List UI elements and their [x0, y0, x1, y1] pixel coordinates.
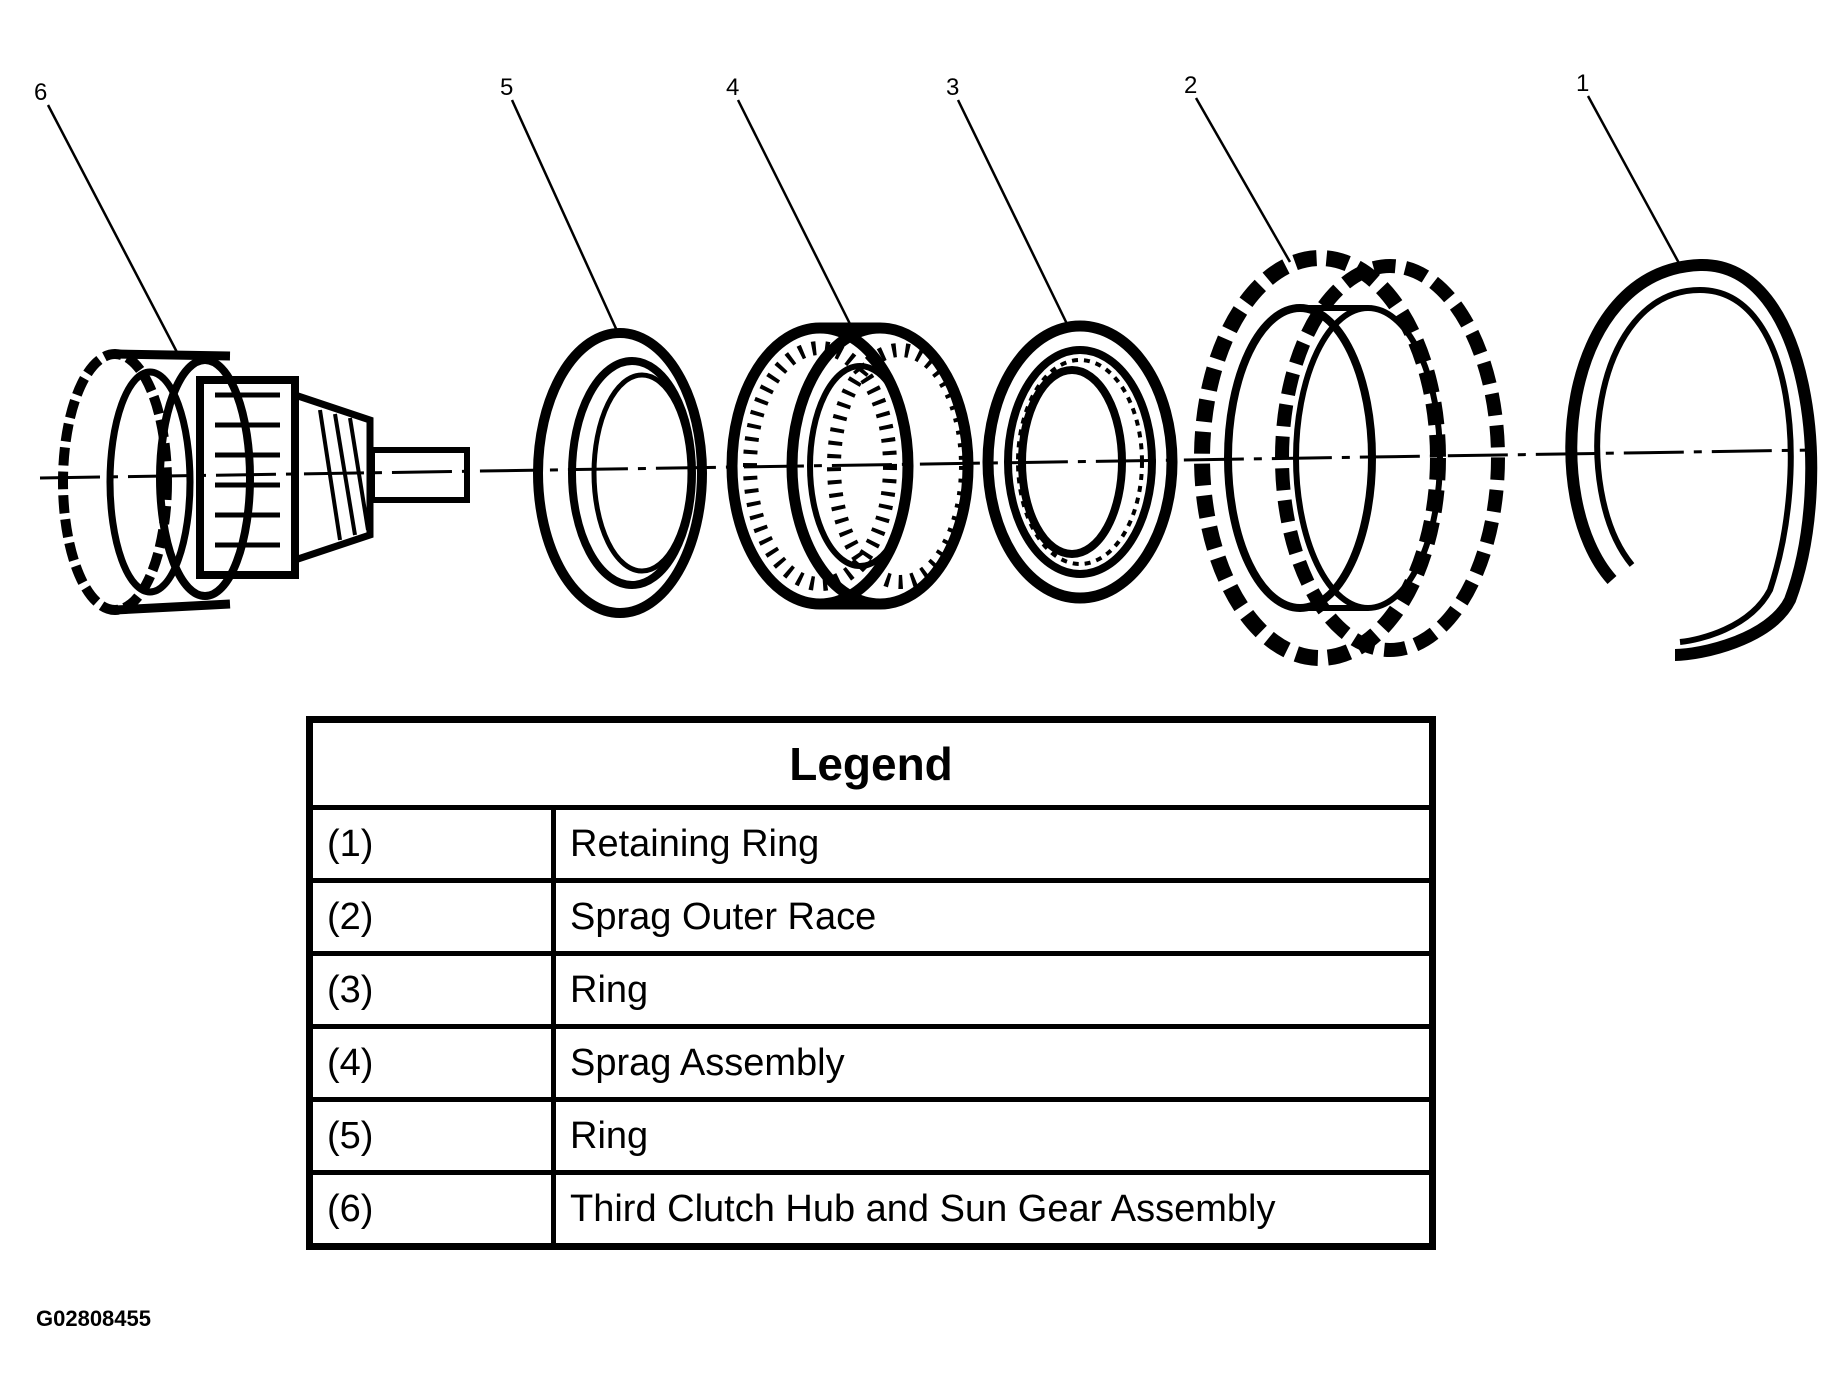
legend-title: Legend	[307, 717, 1435, 810]
legend-number: (5)	[307, 1097, 556, 1175]
part-6-hub-sun-gear	[58, 349, 470, 615]
part-3-ring	[982, 320, 1178, 604]
legend-number: (2)	[307, 878, 556, 956]
part-4-sprag-assembly	[726, 322, 974, 610]
legend-row: (4) Sprag Assembly	[307, 1024, 1435, 1102]
exploded-view-diagram: 6 5 4 3 2 1	[34, 70, 1818, 666]
part-5-ring	[533, 328, 707, 618]
part-2-sprag-outer-race	[1194, 250, 1505, 666]
callout-5: 5	[500, 74, 513, 101]
legend-row: (6) Third Clutch Hub and Sun Gear Assemb…	[307, 1170, 1435, 1249]
callout-3: 3	[946, 74, 959, 101]
legend-label: Sprag Outer Race	[551, 878, 1435, 956]
center-axis	[39, 448, 1816, 480]
figure-code: G02808455	[36, 1306, 151, 1331]
legend-label: Ring	[551, 951, 1435, 1029]
legend-row: (2) Sprag Outer Race	[307, 878, 1435, 956]
legend-label: Sprag Assembly	[551, 1024, 1435, 1102]
callout-4: 4	[726, 74, 739, 101]
legend-number: (6)	[307, 1170, 556, 1249]
legend-number: (3)	[307, 951, 556, 1029]
legend-label: Ring	[551, 1097, 1435, 1175]
legend-row: (1) Retaining Ring	[307, 805, 1435, 883]
legend-row: (5) Ring	[307, 1097, 1435, 1175]
legend-table: Legend (1) Retaining Ring (2) Sprag Oute…	[306, 716, 1436, 1250]
legend-row: (3) Ring	[307, 951, 1435, 1029]
legend-label: Third Clutch Hub and Sun Gear Assembly	[551, 1170, 1435, 1249]
callout-6: 6	[34, 79, 47, 106]
callout-1: 1	[1576, 70, 1589, 97]
legend-number: (4)	[307, 1024, 556, 1102]
leader-lines	[46, 95, 1682, 359]
legend-number: (1)	[307, 805, 556, 883]
legend-label: Retaining Ring	[551, 805, 1435, 883]
callout-2: 2	[1184, 72, 1197, 99]
part-1-retaining-ring	[1565, 258, 1818, 661]
